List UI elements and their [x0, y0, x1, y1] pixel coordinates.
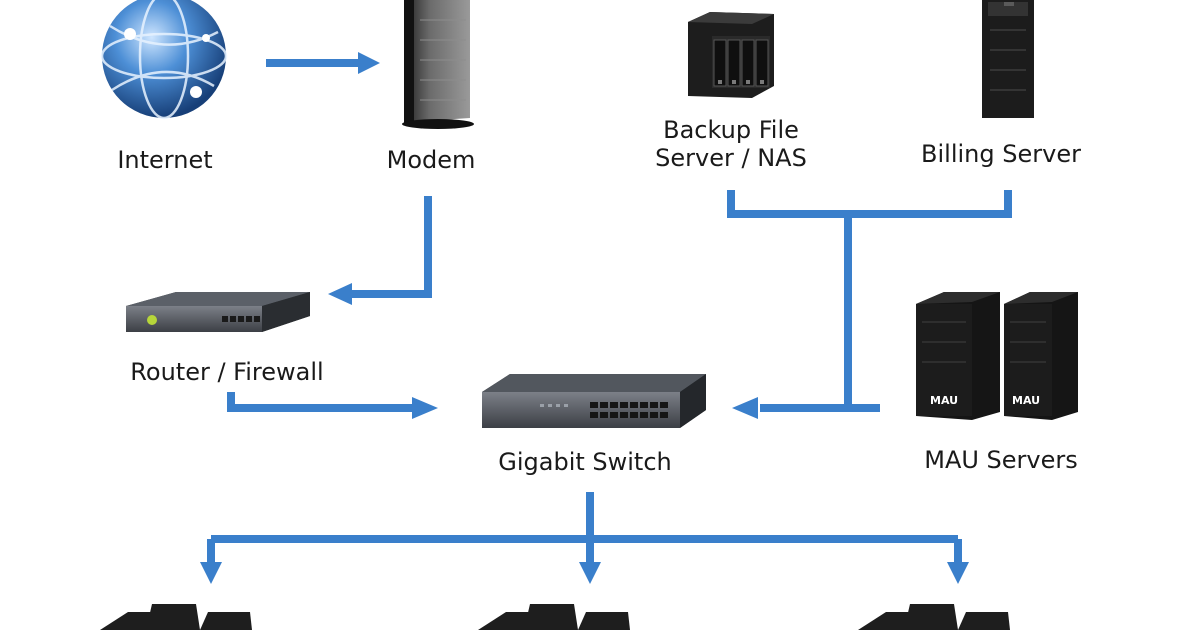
- tower-server-icon: [982, 0, 1034, 118]
- connector-switch-workstations: [207, 492, 962, 566]
- label-modem: Modem: [386, 146, 476, 174]
- arrow-router-switch: [227, 392, 414, 412]
- workstation-icon: [904, 604, 958, 630]
- mau-logo: MAU: [1012, 394, 1040, 407]
- workstation-icon: [578, 612, 630, 630]
- switch-icon: [482, 374, 706, 428]
- tower-server-icon: MAU: [916, 292, 1000, 420]
- workstation-icon: [958, 612, 1010, 630]
- workstation-group-center: [478, 604, 630, 630]
- arrowhead: [358, 52, 380, 74]
- modem-icon: [402, 0, 474, 129]
- label-internet: Internet: [117, 146, 213, 174]
- arrowhead: [412, 397, 438, 419]
- workstation-icon: [524, 604, 578, 630]
- tower-server-icon: MAU: [1004, 292, 1078, 420]
- arrowheads: [200, 52, 969, 584]
- arrow-modem-router: [350, 196, 432, 298]
- label-gigabit-switch: Gigabit Switch: [498, 448, 672, 476]
- arrowhead: [732, 397, 758, 419]
- mau-servers-icon: MAU MAU: [916, 292, 1078, 420]
- connectors: [207, 59, 1012, 566]
- label-router-firewall: Router / Firewall: [130, 358, 324, 386]
- arrowhead: [579, 562, 601, 584]
- router-icon: [126, 292, 310, 332]
- label-mau-servers: MAU Servers: [924, 446, 1078, 474]
- workstation-icon: [146, 604, 200, 630]
- globe-icon: [100, 0, 228, 120]
- mau-logo: MAU: [930, 394, 958, 407]
- arrowhead: [200, 562, 222, 584]
- arrowhead: [947, 562, 969, 584]
- label-billing-server: Billing Server: [921, 140, 1081, 168]
- workstation-icon: [200, 612, 252, 630]
- label-backup-nas: Backup File Server / NAS: [655, 116, 807, 172]
- workstation-group-left: [100, 604, 252, 630]
- nas-icon: [688, 12, 774, 98]
- arrowhead: [328, 283, 352, 305]
- workstation-group-right: [858, 604, 1010, 630]
